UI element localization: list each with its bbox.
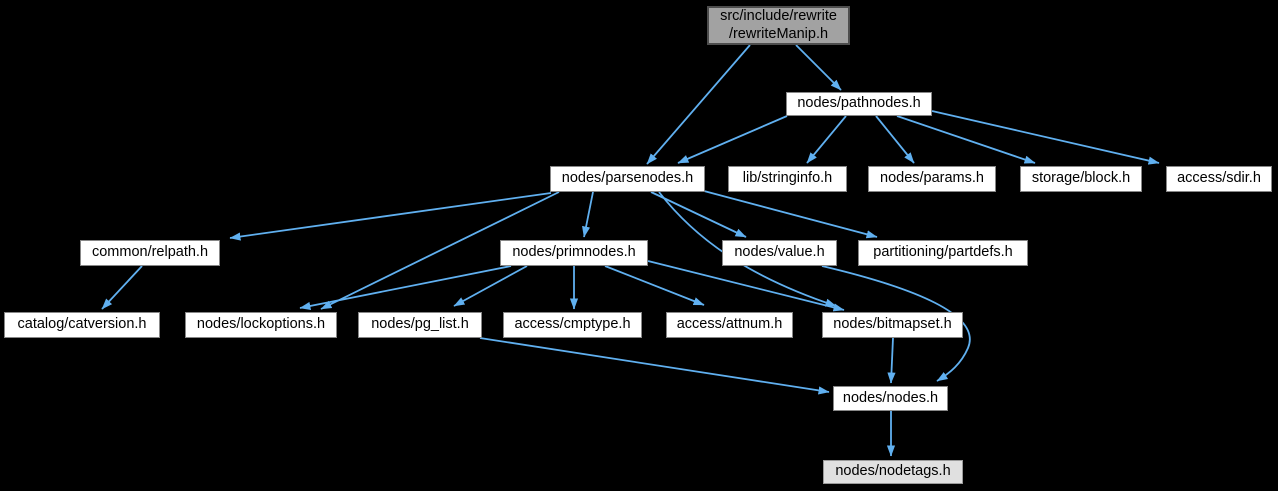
graph-node-catversion[interactable]: catalog/catversion.h — [4, 312, 160, 338]
edge-relpath-to-catversion — [101, 265, 143, 310]
graph-node-label: catalog/catversion.h — [17, 316, 147, 333]
graph-node-lockoptions[interactable]: nodes/lockoptions.h — [185, 312, 337, 338]
edge-parsenodes-to-relpath — [229, 192, 552, 241]
graph-node-label: access/sdir.h — [1177, 170, 1261, 187]
graph-node-label: storage/block.h — [1031, 170, 1131, 187]
graph-node-label: nodes/nodes.h — [842, 389, 939, 406]
edge-pathnodes-to-parsenodes — [677, 115, 788, 164]
graph-node-parsenodes[interactable]: nodes/parsenodes.h — [550, 166, 705, 192]
graph-node-label: nodes/parsenodes.h — [561, 170, 694, 187]
graph-node-label: access/attnum.h — [676, 316, 783, 333]
graph-node-nodes[interactable]: nodes/nodes.h — [833, 386, 948, 411]
graph-node-label: nodes/lockoptions.h — [196, 316, 326, 333]
graph-node-label: lib/stringinfo.h — [742, 170, 833, 187]
edge-primnodes-to-attnum — [604, 265, 705, 306]
graph-node-nodetags[interactable]: nodes/nodetags.h — [823, 460, 963, 484]
edge-pg_list-to-nodes — [479, 337, 830, 395]
edge-primnodes-to-bitmapset — [647, 260, 845, 312]
graph-node-pathnodes[interactable]: nodes/pathnodes.h — [786, 92, 932, 116]
graph-node-cmptype[interactable]: access/cmptype.h — [503, 312, 642, 338]
graph-node-label: access/cmptype.h — [514, 316, 631, 333]
edge-parsenodes-to-primnodes — [582, 191, 594, 238]
edge-rewritemanip-to-parsenodes — [646, 44, 751, 165]
graph-node-primnodes[interactable]: nodes/primnodes.h — [500, 240, 648, 266]
edge-pathnodes-to-stringinfo — [806, 115, 847, 164]
graph-node-label: nodes/params.h — [880, 170, 984, 187]
edge-value-to-nodes — [821, 265, 971, 382]
graph-node-relpath[interactable]: common/relpath.h — [80, 240, 220, 266]
graph-node-sdir[interactable]: access/sdir.h — [1166, 166, 1272, 192]
edge-parsenodes-to-lockoptions — [320, 191, 560, 310]
graph-node-label: nodes/value.h — [734, 244, 825, 261]
graph-node-partdefs[interactable]: partitioning/partdefs.h — [858, 240, 1028, 266]
edge-parsenodes-to-value — [650, 191, 747, 238]
graph-node-block[interactable]: storage/block.h — [1020, 166, 1142, 192]
graph-node-value[interactable]: nodes/value.h — [722, 240, 837, 266]
graph-node-params[interactable]: nodes/params.h — [868, 166, 996, 192]
edge-primnodes-to-pg_list — [453, 265, 528, 307]
graph-node-bitmapset[interactable]: nodes/bitmapset.h — [822, 312, 963, 338]
graph-node-label: nodes/primnodes.h — [512, 244, 636, 261]
edge-bitmapset-to-nodes — [887, 337, 896, 384]
graph-node-label: nodes/nodetags.h — [835, 463, 951, 480]
graph-node-label: common/relpath.h — [91, 244, 209, 261]
edge-pathnodes-to-params — [875, 115, 915, 164]
edge-rewritemanip-to-pathnodes — [795, 44, 842, 91]
graph-node-pg_list[interactable]: nodes/pg_list.h — [358, 312, 482, 338]
graph-node-label: partitioning/partdefs.h — [873, 244, 1013, 261]
graph-node-label: src/include/rewrite /rewriteManip.h — [720, 7, 837, 42]
graph-node-label: nodes/pg_list.h — [371, 316, 469, 333]
edge-pathnodes-to-block — [896, 115, 1036, 164]
graph-node-rewritemanip: src/include/rewrite /rewriteManip.h — [707, 6, 850, 45]
graph-node-label: nodes/pathnodes.h — [797, 95, 921, 112]
edge-primnodes-to-lockoptions — [299, 265, 512, 310]
edge-parsenodes-to-partdefs — [703, 190, 878, 239]
edge-pathnodes-to-sdir — [931, 110, 1160, 165]
graph-node-label: nodes/bitmapset.h — [833, 316, 952, 333]
graph-node-stringinfo[interactable]: lib/stringinfo.h — [728, 166, 847, 192]
graph-node-attnum[interactable]: access/attnum.h — [666, 312, 793, 338]
